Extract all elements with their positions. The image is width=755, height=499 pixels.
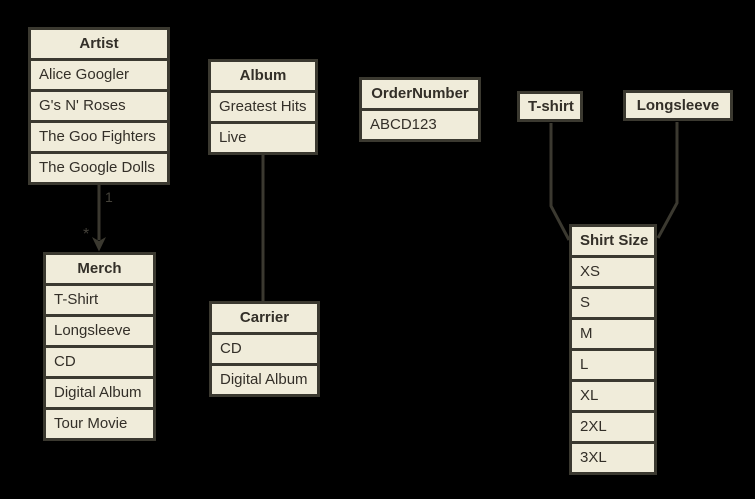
longsleeve-shirtsize-connector-line xyxy=(656,122,679,239)
artist-row: G's N' Roses xyxy=(31,89,167,120)
tshirt-box-label: T-shirt xyxy=(528,98,574,115)
shirtsize-table-header: Shirt Size xyxy=(580,232,649,249)
merch-row: CD xyxy=(46,345,153,376)
shirtsize-row: 2XL xyxy=(572,410,654,441)
shirtsize-row: XS xyxy=(572,255,654,286)
shirtsize-row: XL xyxy=(572,379,654,410)
cardinality-one-label: 1 xyxy=(105,189,113,205)
merch-row: Tour Movie xyxy=(46,407,153,438)
merch-row: T-Shirt xyxy=(46,283,153,314)
merch-row: Digital Album xyxy=(46,376,153,407)
artist-row: The Goo Fighters xyxy=(31,120,167,151)
merch-table-header: Merch xyxy=(77,260,122,277)
album-row: Live xyxy=(211,121,315,152)
artist-row: Alice Googler xyxy=(31,58,167,89)
album-table-header: Album xyxy=(239,67,287,84)
ordernumber-row: ABCD123 xyxy=(362,108,478,139)
shirtsize-row: S xyxy=(572,286,654,317)
shirtsize-row: L xyxy=(572,348,654,379)
merch-row: Longsleeve xyxy=(46,314,153,345)
longsleeve-box-label: Longsleeve xyxy=(636,97,720,114)
ordernumber-table-header: OrderNumber xyxy=(371,85,469,102)
shirtsize-row: M xyxy=(572,317,654,348)
ordernumber-table: OrderNumber ABCD123 xyxy=(359,77,481,142)
carrier-table-header: Carrier xyxy=(239,309,290,326)
longsleeve-box: Longsleeve xyxy=(623,90,733,121)
shirtsize-row: 3XL xyxy=(572,441,654,472)
artist-table-header: Artist xyxy=(79,35,119,52)
carrier-row: CD xyxy=(212,332,317,363)
cardinality-many-label: * xyxy=(83,226,90,243)
tshirt-box: T-shirt xyxy=(517,91,583,122)
album-row: Greatest Hits xyxy=(211,90,315,121)
tshirt-shirtsize-connector-line xyxy=(549,123,571,241)
artist-row: The Google Dolls xyxy=(31,151,167,182)
carrier-row: Digital Album xyxy=(212,363,317,394)
arrowhead-icon xyxy=(92,237,106,252)
